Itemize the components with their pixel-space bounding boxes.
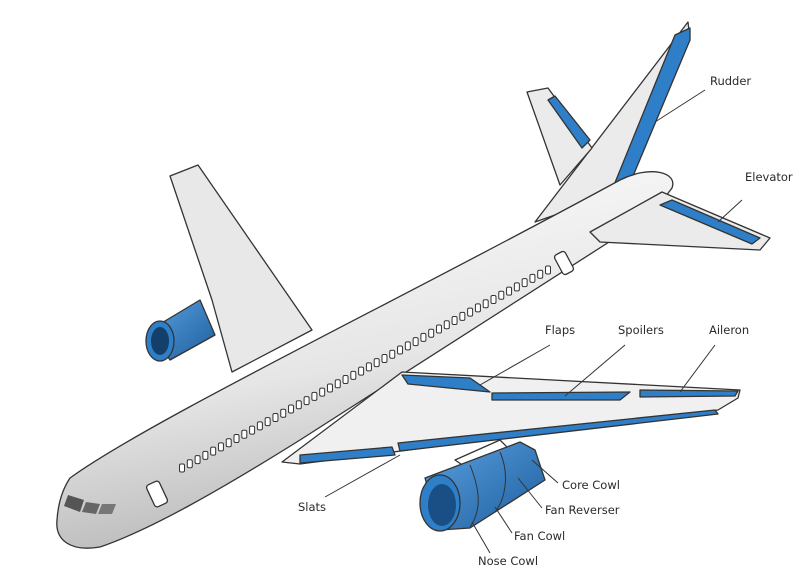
front-door xyxy=(145,480,169,508)
cabin-window xyxy=(420,332,427,342)
cabin-window xyxy=(249,425,256,435)
cabin-window xyxy=(358,366,365,376)
cabin-window xyxy=(233,434,240,444)
cabin-window xyxy=(319,387,326,397)
cabin-window xyxy=(365,362,372,372)
cabin-window xyxy=(241,429,248,439)
cockpit-windows xyxy=(64,495,116,514)
cabin-window xyxy=(225,438,232,448)
cabin-window xyxy=(513,282,520,292)
cabin-window xyxy=(545,265,551,275)
label-rudder: Rudder xyxy=(710,74,751,88)
cabin-window xyxy=(350,370,357,380)
cabin-window xyxy=(498,290,505,300)
far-horizontal-stabilizer xyxy=(526,87,593,186)
near-engine xyxy=(419,439,546,532)
label-spoilers: Spoilers xyxy=(618,323,664,337)
cabin-window xyxy=(428,328,435,338)
label-fan-reverser: Fan Reverser xyxy=(545,503,620,517)
far-elevator xyxy=(547,95,591,149)
cabin-window xyxy=(303,396,310,406)
cabin-window xyxy=(443,320,450,330)
cabin-window xyxy=(435,324,442,334)
horizontal-stabilizer xyxy=(589,191,771,251)
label-nose-cowl: Nose Cowl xyxy=(478,554,538,568)
cabin-window xyxy=(381,353,388,363)
label-elevator: Elevator xyxy=(745,170,793,184)
cabin-window xyxy=(467,307,474,317)
cabin-window xyxy=(334,379,341,389)
cabin-window xyxy=(202,450,209,460)
label-core-cowl: Core Cowl xyxy=(562,478,620,492)
cabin-window xyxy=(537,269,544,279)
cabin-window xyxy=(412,337,419,347)
cabin-window xyxy=(256,421,263,431)
label-slats: Slats xyxy=(298,500,326,514)
cabin-window xyxy=(404,341,411,351)
cabin-window xyxy=(326,383,333,393)
flaps xyxy=(401,374,491,393)
cabin-window xyxy=(373,358,380,368)
cabin-window xyxy=(217,442,224,452)
cabin-window xyxy=(521,278,528,288)
slats xyxy=(299,446,396,464)
cabin-window xyxy=(459,311,466,321)
cabin-window xyxy=(506,286,513,296)
label-fan-cowl: Fan Cowl xyxy=(514,529,565,543)
cabin-window xyxy=(389,349,396,359)
cabin-window xyxy=(264,417,271,427)
cabin-window xyxy=(186,459,193,469)
leader-lines xyxy=(324,89,743,554)
slats-outer xyxy=(397,409,719,452)
cabin-window xyxy=(342,375,349,385)
label-flaps: Flaps xyxy=(545,323,575,337)
rear-door xyxy=(553,250,575,276)
cabin-window xyxy=(194,455,201,465)
cabin-window xyxy=(288,404,295,414)
cabin-window xyxy=(311,391,318,401)
cabin-window xyxy=(397,345,404,355)
cabin-window xyxy=(272,412,279,422)
cabin-window xyxy=(451,316,458,326)
cabin-window xyxy=(280,408,287,418)
far-engine xyxy=(145,299,216,362)
spoilers xyxy=(491,391,631,401)
cabin-window xyxy=(529,273,536,283)
elevator xyxy=(659,199,761,245)
cabin-window xyxy=(490,294,497,304)
cabin-window xyxy=(482,299,489,309)
cabin-window xyxy=(474,303,481,313)
label-aileron: Aileron xyxy=(709,323,749,337)
cabin-windows xyxy=(179,265,551,473)
cabin-window xyxy=(179,463,185,473)
cabin-window xyxy=(295,400,302,410)
aileron xyxy=(639,389,739,398)
cabin-window xyxy=(210,446,217,456)
far-wing xyxy=(169,164,313,373)
